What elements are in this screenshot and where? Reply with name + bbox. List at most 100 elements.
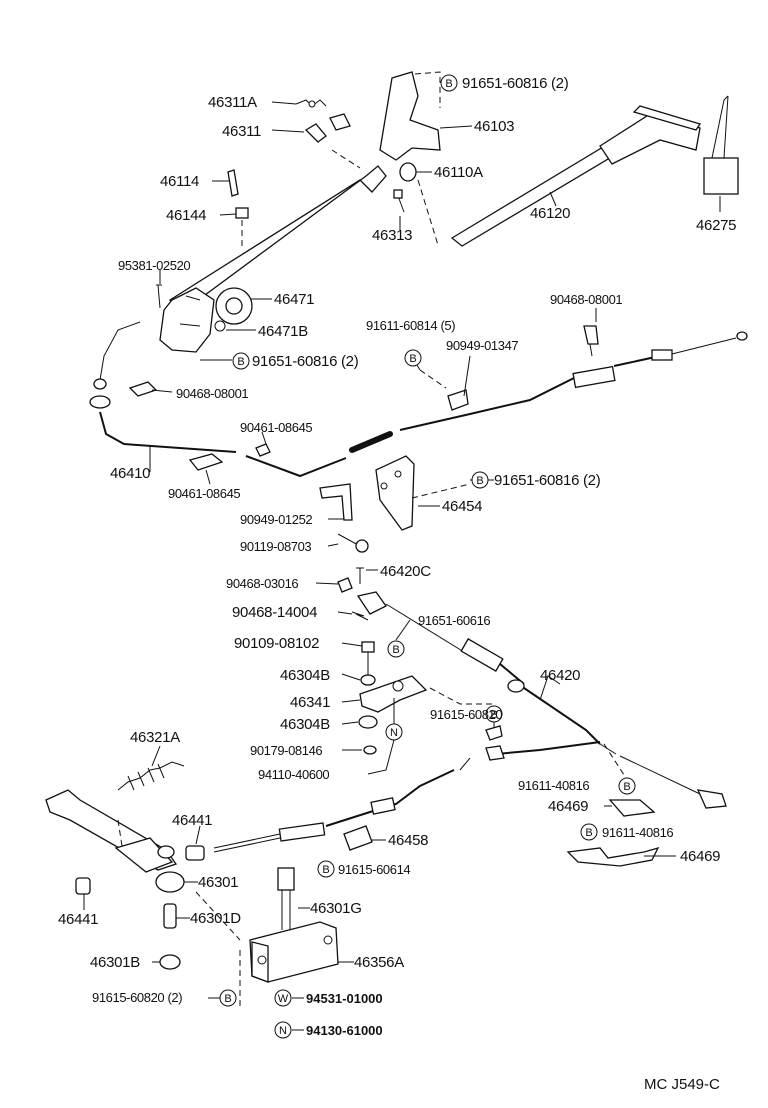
label-46110A: 46110A (434, 164, 483, 181)
label-46311A: 46311A (208, 94, 257, 111)
label-91651-60816-top: 91651-60816 (2) (462, 75, 569, 92)
mark-b-91611-40816-lower: B (580, 823, 598, 841)
mark-b-91651-60816-right: B (471, 471, 489, 489)
label-46120: 46120 (530, 205, 570, 222)
lever-arm-drawing (159, 165, 387, 353)
label-91611-40816-upper: 91611-40816 (518, 778, 589, 793)
bushing-46441-upper-drawing (157, 845, 205, 861)
pin-46114-drawing (227, 169, 239, 197)
label-90461-08645-top: 90461-08645 (240, 420, 312, 435)
svg-text:W: W (278, 993, 289, 1005)
plate-46454-drawing (375, 455, 471, 531)
mark-b-91611-40816-upper: B (618, 777, 636, 795)
label-46304B-bottom: 46304B (280, 716, 330, 733)
svg-text:B: B (392, 644, 399, 656)
lever-46301-drawing (45, 789, 185, 893)
label-91611-40816-lower: 91611-40816 (602, 825, 673, 840)
bolt-46301G-drawing (277, 867, 295, 930)
svg-text:B: B (322, 864, 329, 876)
svg-text:B: B (409, 353, 416, 365)
svg-text:B: B (237, 356, 244, 368)
mark-b-91651-60616: B (387, 640, 405, 658)
label-46441-lower: 46441 (58, 911, 98, 928)
mark-b-91615-60614: B (317, 860, 335, 878)
label-91611-60814: 91611-60814 (5) (366, 318, 455, 333)
mark-b-91615-60820-right: B (485, 705, 503, 723)
clip-90468-03016-drawing (337, 577, 353, 593)
mark-w-94531-01000: W (274, 989, 292, 1007)
label-46311: 46311 (222, 123, 261, 140)
svg-text:B: B (585, 827, 592, 839)
label-91651-60816-right: 91651-60816 (2) (494, 472, 601, 489)
label-90949-01252: 90949-01252 (240, 512, 312, 527)
mark-n-94130-61000: N (274, 1021, 292, 1039)
clamp-90468-08001-left-drawing (128, 381, 158, 397)
clip-91615-60820-drawing (459, 725, 505, 771)
bracket-90949-01252-drawing (319, 483, 353, 521)
label-95381-02520: 95381-02520 (118, 258, 190, 273)
bracket-90949-01347-drawing (419, 369, 469, 411)
label-90468-14004: 90468-14004 (232, 604, 317, 621)
bolt-90119-08703-drawing (337, 533, 369, 553)
label-46301G: 46301G (310, 900, 362, 917)
bolt-46313-drawing (393, 189, 405, 213)
label-91615-60820-left: 91615-60820 (2) (92, 990, 182, 1005)
svg-text:B: B (445, 78, 452, 90)
label-94130-61000: 94130-61000 (306, 1023, 383, 1038)
label-46275: 46275 (696, 217, 736, 234)
lever-46120-drawing (450, 105, 702, 247)
spring-46321A-drawing (117, 761, 185, 791)
tag-46275-drawing (703, 95, 739, 195)
label-46321A: 46321A (130, 729, 180, 746)
retainer-46469-lower-drawing (566, 846, 660, 867)
label-94531-01000: 94531-01000 (306, 991, 383, 1006)
equalizer-46420-drawing (356, 591, 727, 809)
label-46454: 46454 (442, 498, 482, 515)
collar-46301D-drawing (163, 903, 177, 929)
label-90468-08001-right: 90468-08001 (550, 292, 622, 307)
label-46469-lower: 46469 (680, 848, 720, 865)
svg-text:B: B (476, 475, 483, 487)
label-46356A: 46356A (354, 954, 404, 971)
label-46114: 46114 (160, 173, 199, 190)
washer-46304B-bottom-drawing (358, 715, 378, 729)
bushing-46110A-drawing (399, 162, 417, 182)
label-46313: 46313 (372, 227, 412, 244)
bushing-46441-left-drawing (75, 877, 91, 895)
label-90949-01347: 90949-01347 (446, 338, 518, 353)
mark-b-91611-60814: B (404, 349, 422, 367)
label-91615-60614: 91615-60614 (338, 862, 410, 877)
bolt-90109-08102-drawing (361, 641, 375, 676)
label-90461-08645-bottom: 90461-08645 (168, 486, 240, 501)
rod-46420-lower-drawing (213, 769, 455, 853)
clip-46311A-drawing (295, 99, 327, 108)
label-46410: 46410 (110, 465, 150, 482)
mark-b-91651-60816-top: B (440, 74, 458, 92)
label-46301: 46301 (198, 874, 238, 891)
grommet-46458-drawing (343, 825, 373, 851)
label-46471B: 46471B (258, 323, 308, 340)
equalizer-plate-46341-drawing (359, 675, 428, 713)
label-91615-60820-right: 91615-60820 (430, 707, 502, 722)
label-46103: 46103 (474, 118, 514, 135)
nut-90179-08146-drawing (363, 745, 377, 755)
sector-46471-drawing (214, 287, 253, 332)
spring-90468-14004-drawing (351, 611, 369, 621)
svg-text:N: N (390, 727, 398, 739)
clip-90461-08645-top-drawing (255, 443, 271, 457)
label-46304B-top: 46304B (280, 667, 330, 684)
washer-46304B-top-drawing (360, 674, 376, 686)
label-46420: 46420 (540, 667, 580, 684)
mark-b-91615-60820-left: B (219, 989, 237, 1007)
retainer-46469-upper-drawing (603, 743, 656, 817)
label-46301D: 46301D (190, 910, 241, 927)
label-46458: 46458 (388, 832, 428, 849)
svg-text:B: B (490, 709, 497, 721)
svg-text:B: B (224, 993, 231, 1005)
bushing-46301B-drawing (159, 954, 181, 970)
collar-46144-drawing (235, 207, 249, 250)
clip-90468-08001-right-drawing (583, 325, 599, 357)
svg-text:B: B (623, 781, 630, 793)
label-90468-08001-left: 90468-08001 (176, 386, 248, 401)
